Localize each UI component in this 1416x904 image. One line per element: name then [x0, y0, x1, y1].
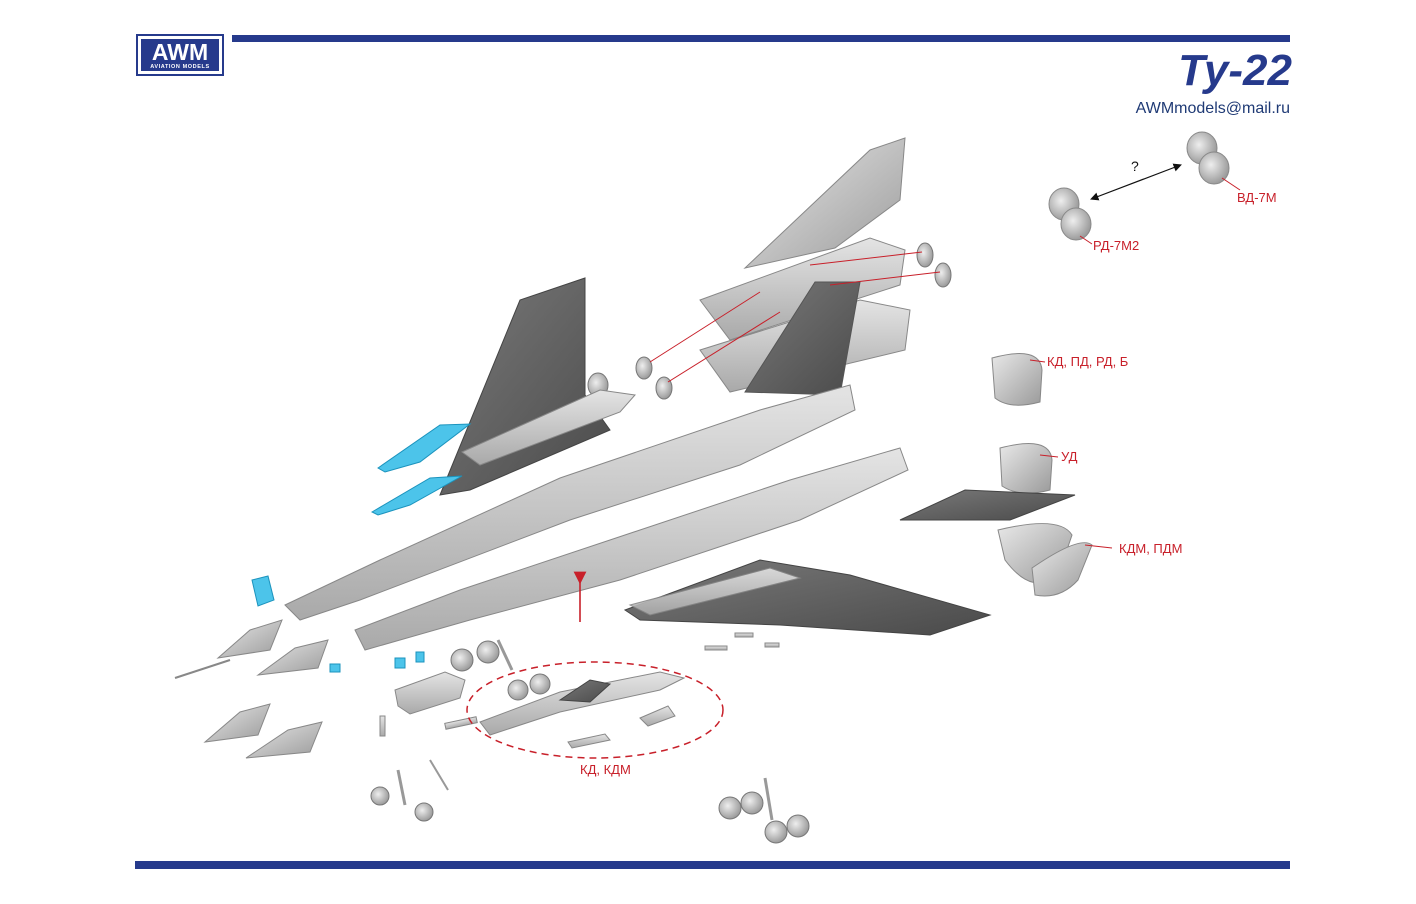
- label-kd-kdm: КД, КДМ: [580, 762, 631, 777]
- logo-subtext: AVIATION MODELS: [150, 64, 210, 70]
- resin-flap-1: [377, 423, 472, 473]
- rd7m2-leader: [1079, 235, 1093, 245]
- footer-rule: [135, 861, 1290, 869]
- engine-rd7m2-part: [1048, 187, 1092, 241]
- strut-small: [379, 715, 386, 737]
- nose-cone-kd: [991, 353, 1043, 406]
- nacelle-upper: [699, 237, 906, 341]
- nozzle-2: [934, 262, 952, 288]
- nose-cone-left-3: [203, 703, 271, 743]
- engine-vd7m-part: [1186, 131, 1230, 185]
- resin-flap-2: [370, 475, 463, 516]
- nose-cone-ud: [999, 443, 1053, 494]
- nozzle-4: [655, 376, 673, 400]
- page-title: Ту-22: [1178, 46, 1292, 95]
- nose-gear-left: [370, 759, 449, 822]
- vd7m-leader: [1221, 177, 1241, 191]
- missile-fin: [558, 679, 612, 703]
- label-kd-pd-rd-b: КД, ПД, РД, Б: [1047, 354, 1129, 369]
- logo-text: AWM: [151, 39, 209, 65]
- right-wing-lower: [623, 559, 992, 636]
- missile-pylon: [639, 705, 676, 727]
- left-wing-upper: [439, 277, 611, 496]
- engine-swap-arrow: [1090, 163, 1182, 201]
- bay-door-box: [394, 671, 466, 715]
- right-wing-pod: [628, 567, 802, 616]
- fuselage-lower-half: [354, 447, 909, 651]
- small-bits: [704, 632, 780, 651]
- nose-cone-pdm: [1031, 542, 1093, 597]
- awm-logo: AWM AVIATION MODELS: [136, 34, 224, 76]
- label-ud: УД: [1061, 449, 1078, 464]
- header-rule: [232, 35, 1290, 42]
- resin-small-3: [329, 663, 341, 673]
- fuselage-upper-half: [284, 384, 856, 621]
- main-gear-front: [450, 639, 514, 672]
- nose-cone-left-4: [245, 721, 323, 759]
- nose-leaders: [1029, 359, 1113, 549]
- pitot-probe: [174, 659, 231, 679]
- nozzle-1: [916, 242, 934, 268]
- left-wing-pod: [461, 389, 636, 466]
- nose-cone-left-2: [256, 639, 329, 676]
- main-gear-kdm: [507, 673, 551, 701]
- stabilizer-dark: [899, 489, 1076, 521]
- kh22-missile: [479, 671, 686, 736]
- question-mark: ?: [1131, 158, 1139, 174]
- resin-small-1: [394, 657, 406, 669]
- resin-canopy: [251, 575, 275, 607]
- label-vd7m: ВД-7М: [1237, 190, 1277, 205]
- label-rd7m2: РД-7М2: [1093, 238, 1140, 253]
- main-gear-bottom: [718, 777, 810, 844]
- vertical-fin: [743, 137, 906, 269]
- label-kdm-pdm: КДМ, ПДМ: [1119, 541, 1183, 556]
- missile-strip: [567, 733, 611, 749]
- nozzle-3: [635, 356, 653, 380]
- contact-email: AWMmodels@mail.ru: [1135, 100, 1290, 117]
- fin-dark-panel: [744, 281, 861, 396]
- missile-highlight-ellipse: [466, 661, 724, 759]
- nose-cone-left-1: [216, 619, 283, 659]
- assembly-lines: [649, 251, 941, 383]
- resin-small-2: [415, 651, 425, 663]
